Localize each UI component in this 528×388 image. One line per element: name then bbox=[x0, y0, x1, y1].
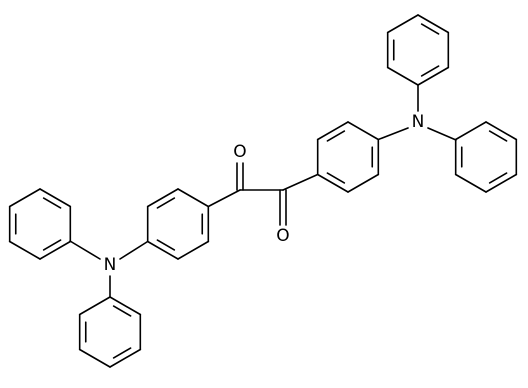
bond-n-right-to-right-phenyl bbox=[427, 127, 457, 141]
phenylene-left-ring-edge bbox=[146, 188, 179, 208]
phenyl-left-ring-edge bbox=[39, 240, 72, 260]
phenylene-right-ring-double-bond bbox=[326, 130, 346, 142]
phenyl-top-right-ring-edge bbox=[417, 66, 450, 86]
oxygen-bottom-background bbox=[275, 226, 291, 246]
phenyl-left-ring-double-bond bbox=[42, 197, 62, 209]
nitrogen-right-label: N bbox=[412, 112, 425, 132]
phenylene-right-ring-double-bond bbox=[326, 172, 346, 184]
phenyl-bottom-ring-edge bbox=[78, 296, 111, 316]
phenyl-bottom-ring-edge bbox=[109, 348, 142, 368]
phenyl-right-ring-double-bond bbox=[488, 172, 508, 184]
bond-n-left-to-left-phenyl bbox=[69, 240, 101, 260]
nitrogen-right-background bbox=[410, 112, 426, 132]
oxygen-top-background bbox=[232, 142, 248, 162]
phenylene-right-ring-edge bbox=[347, 121, 380, 141]
phenyl-top-right-ring-double-bond bbox=[420, 23, 440, 35]
phenyl-top-right-ring-double-bond bbox=[420, 65, 440, 77]
phenyl-left-ring-edge bbox=[8, 188, 41, 208]
phenylene-right-ring-edge bbox=[347, 173, 380, 193]
nitrogen-left-background bbox=[102, 255, 118, 275]
phenyl-bottom-ring-edge bbox=[109, 296, 142, 316]
phenyl-right-ring-edge bbox=[485, 173, 518, 193]
phenyl-right-ring-double-bond bbox=[488, 130, 508, 142]
phenylene-right-ring-edge bbox=[316, 121, 349, 141]
bond-carbonyl-to-ring-right bbox=[282, 173, 319, 191]
phenyl-bottom-ring-double-bond bbox=[112, 347, 132, 359]
oxygen-bottom-label: O bbox=[276, 226, 289, 246]
phenyl-top-right-ring-edge bbox=[386, 66, 419, 86]
phenyl-right-ring-edge bbox=[454, 121, 487, 141]
phenyl-right-ring-edge bbox=[485, 121, 518, 141]
phenyl-left-ring-edge bbox=[8, 240, 41, 260]
bond-ring-to-n-right bbox=[377, 127, 409, 141]
phenylene-right-ring-edge bbox=[316, 173, 349, 193]
phenylene-left-ring-edge bbox=[146, 240, 179, 260]
phenyl-bottom-ring-edge bbox=[78, 348, 111, 368]
bond-ring-to-carbonyl-left bbox=[207, 189, 241, 208]
bond-ring-to-n-left bbox=[119, 240, 149, 260]
phenyl-top-right-ring-edge bbox=[386, 14, 419, 34]
nitrogen-left-label: N bbox=[104, 255, 117, 275]
bond-lines bbox=[8, 14, 518, 368]
oxygen-top-label: O bbox=[233, 142, 246, 162]
phenylene-left-ring-double-bond bbox=[156, 197, 176, 209]
phenylene-left-ring-edge bbox=[177, 240, 210, 260]
phenylene-left-ring-double-bond bbox=[156, 239, 176, 251]
phenyl-left-ring-double-bond bbox=[42, 239, 62, 251]
phenyl-bottom-ring-double-bond bbox=[112, 305, 132, 317]
phenyl-left-ring-edge bbox=[39, 188, 72, 208]
phenyl-top-right-ring-edge bbox=[417, 14, 450, 34]
phenylene-left-ring-edge bbox=[177, 188, 210, 208]
phenyl-right-ring-edge bbox=[454, 173, 487, 193]
